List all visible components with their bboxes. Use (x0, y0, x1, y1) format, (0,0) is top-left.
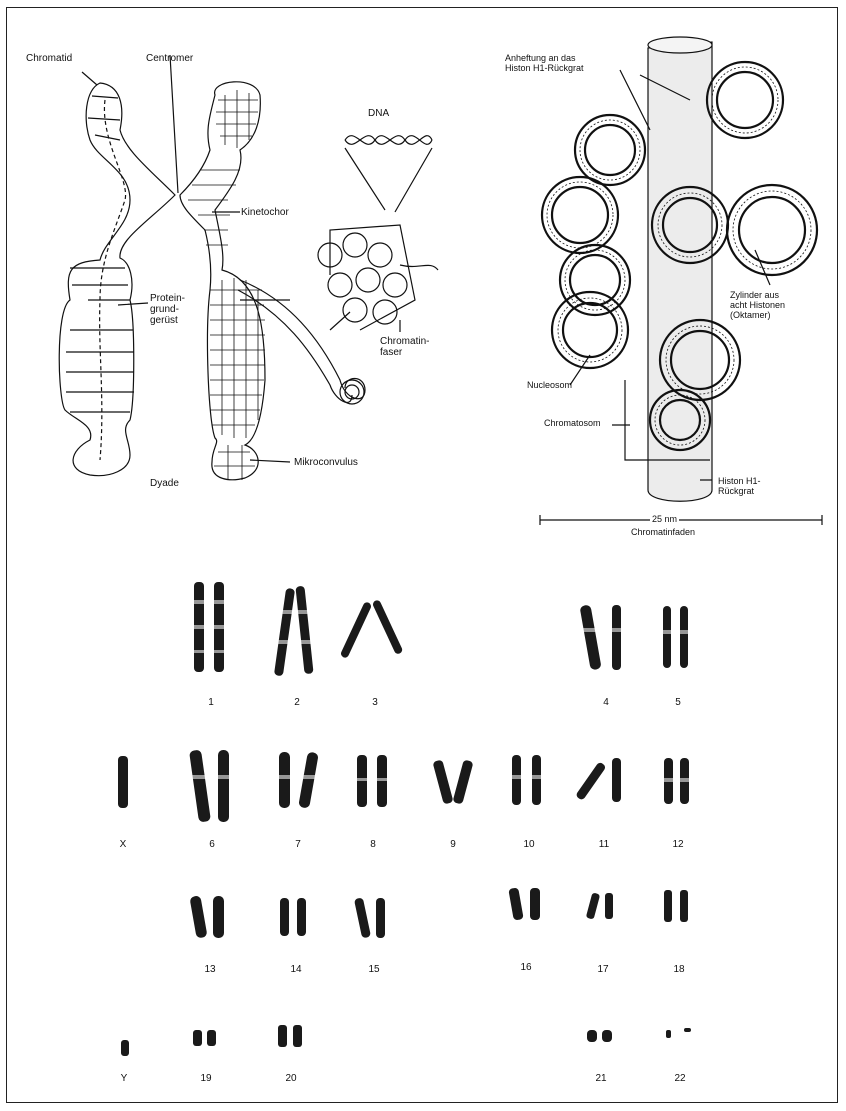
karyotype-label: 6 (197, 839, 227, 850)
label-centromer: Centromer (146, 53, 193, 64)
karyotype-label: 11 (589, 839, 619, 850)
karyotype-label: 2 (282, 697, 312, 708)
karyotype-label: 22 (665, 1073, 695, 1084)
karyotype-label: 10 (514, 839, 544, 850)
karyotype-label: 19 (191, 1073, 221, 1084)
karyotype-label: 21 (586, 1073, 616, 1084)
label-anheftung: Anheftung an das Histon H1-Rückgrat (505, 53, 584, 73)
label-histon-h1: Histon H1- Rückgrat (718, 476, 761, 496)
nucleosome-diagram (540, 37, 822, 525)
karyotype-label: 16 (511, 962, 541, 973)
label-scale: 25 nm (650, 514, 679, 524)
karyotype-label: 13 (195, 964, 225, 975)
karyotype-label: Y (109, 1073, 139, 1084)
karyotype-label: 4 (591, 697, 621, 708)
karyotype-label: 9 (438, 839, 468, 850)
chromatin-fiber-coil (318, 225, 438, 330)
right-chromatid (180, 82, 265, 480)
label-kinetochor: Kinetochor (241, 207, 289, 218)
karyotype-label: 18 (664, 964, 694, 975)
label-chromatosom: Chromatosom (544, 418, 601, 428)
karyotype-label: 14 (281, 964, 311, 975)
karyotype-label: 3 (360, 697, 390, 708)
label-nucleosom: Nucleosom (527, 380, 572, 390)
karyotype-label: 12 (663, 839, 693, 850)
karyotype-label: 15 (359, 964, 389, 975)
karyotype-label: 17 (588, 964, 618, 975)
label-chromatinfaden: Chromatinfaden (631, 527, 695, 537)
karyotype-label: 8 (358, 839, 388, 850)
karyotype-label: 20 (276, 1073, 306, 1084)
scale-bar (540, 515, 822, 525)
karyotype-label: X (108, 839, 138, 850)
karyotype-label: 7 (283, 839, 313, 850)
label-mikroconvulus: Mikroconvulus (294, 457, 358, 468)
label-chromatid: Chromatid (26, 53, 72, 64)
label-dyade: Dyade (150, 478, 179, 489)
karyotype-chromosomes (118, 582, 691, 1056)
left-chromatid (59, 83, 175, 476)
karyotype-label: 1 (196, 697, 226, 708)
label-proteingeruest: Protein- grund- gerüst (150, 293, 185, 326)
karyotype-label: 5 (663, 697, 693, 708)
label-dna: DNA (368, 108, 389, 119)
label-chromatinfaser: Chromatin- faser (380, 336, 429, 358)
label-zylinder: Zylinder aus acht Histonen (Oktamer) (730, 290, 785, 320)
